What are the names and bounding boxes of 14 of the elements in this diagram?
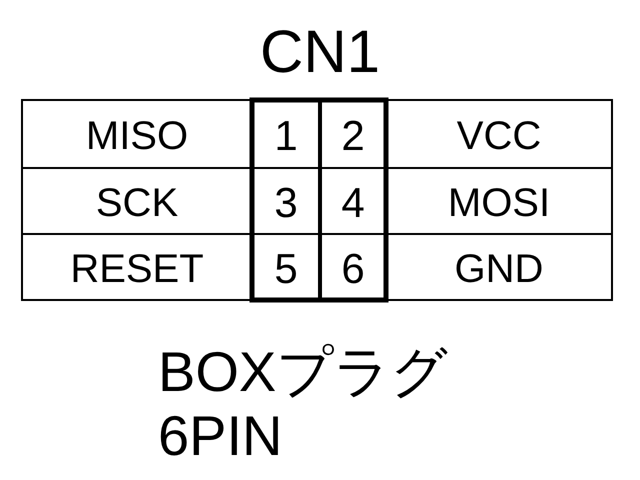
signal-name: RESET bbox=[69, 249, 205, 289]
pin-number: 1 bbox=[273, 115, 299, 157]
connector-type-caption: BOXプラグ 6PIN bbox=[158, 340, 448, 469]
signal-name: MISO bbox=[84, 116, 190, 156]
pin-number: 2 bbox=[340, 115, 366, 157]
connector-title: CN1 bbox=[258, 22, 382, 82]
pin-number: 6 bbox=[340, 248, 366, 290]
signal-name: MOSI bbox=[446, 183, 552, 223]
pin-number: 4 bbox=[340, 182, 366, 224]
pin-number: 5 bbox=[273, 248, 299, 290]
signal-name: SCK bbox=[94, 183, 180, 223]
signal-name: VCC bbox=[456, 116, 542, 156]
signal-name: GND bbox=[454, 249, 544, 289]
pin-number: 3 bbox=[273, 182, 299, 224]
